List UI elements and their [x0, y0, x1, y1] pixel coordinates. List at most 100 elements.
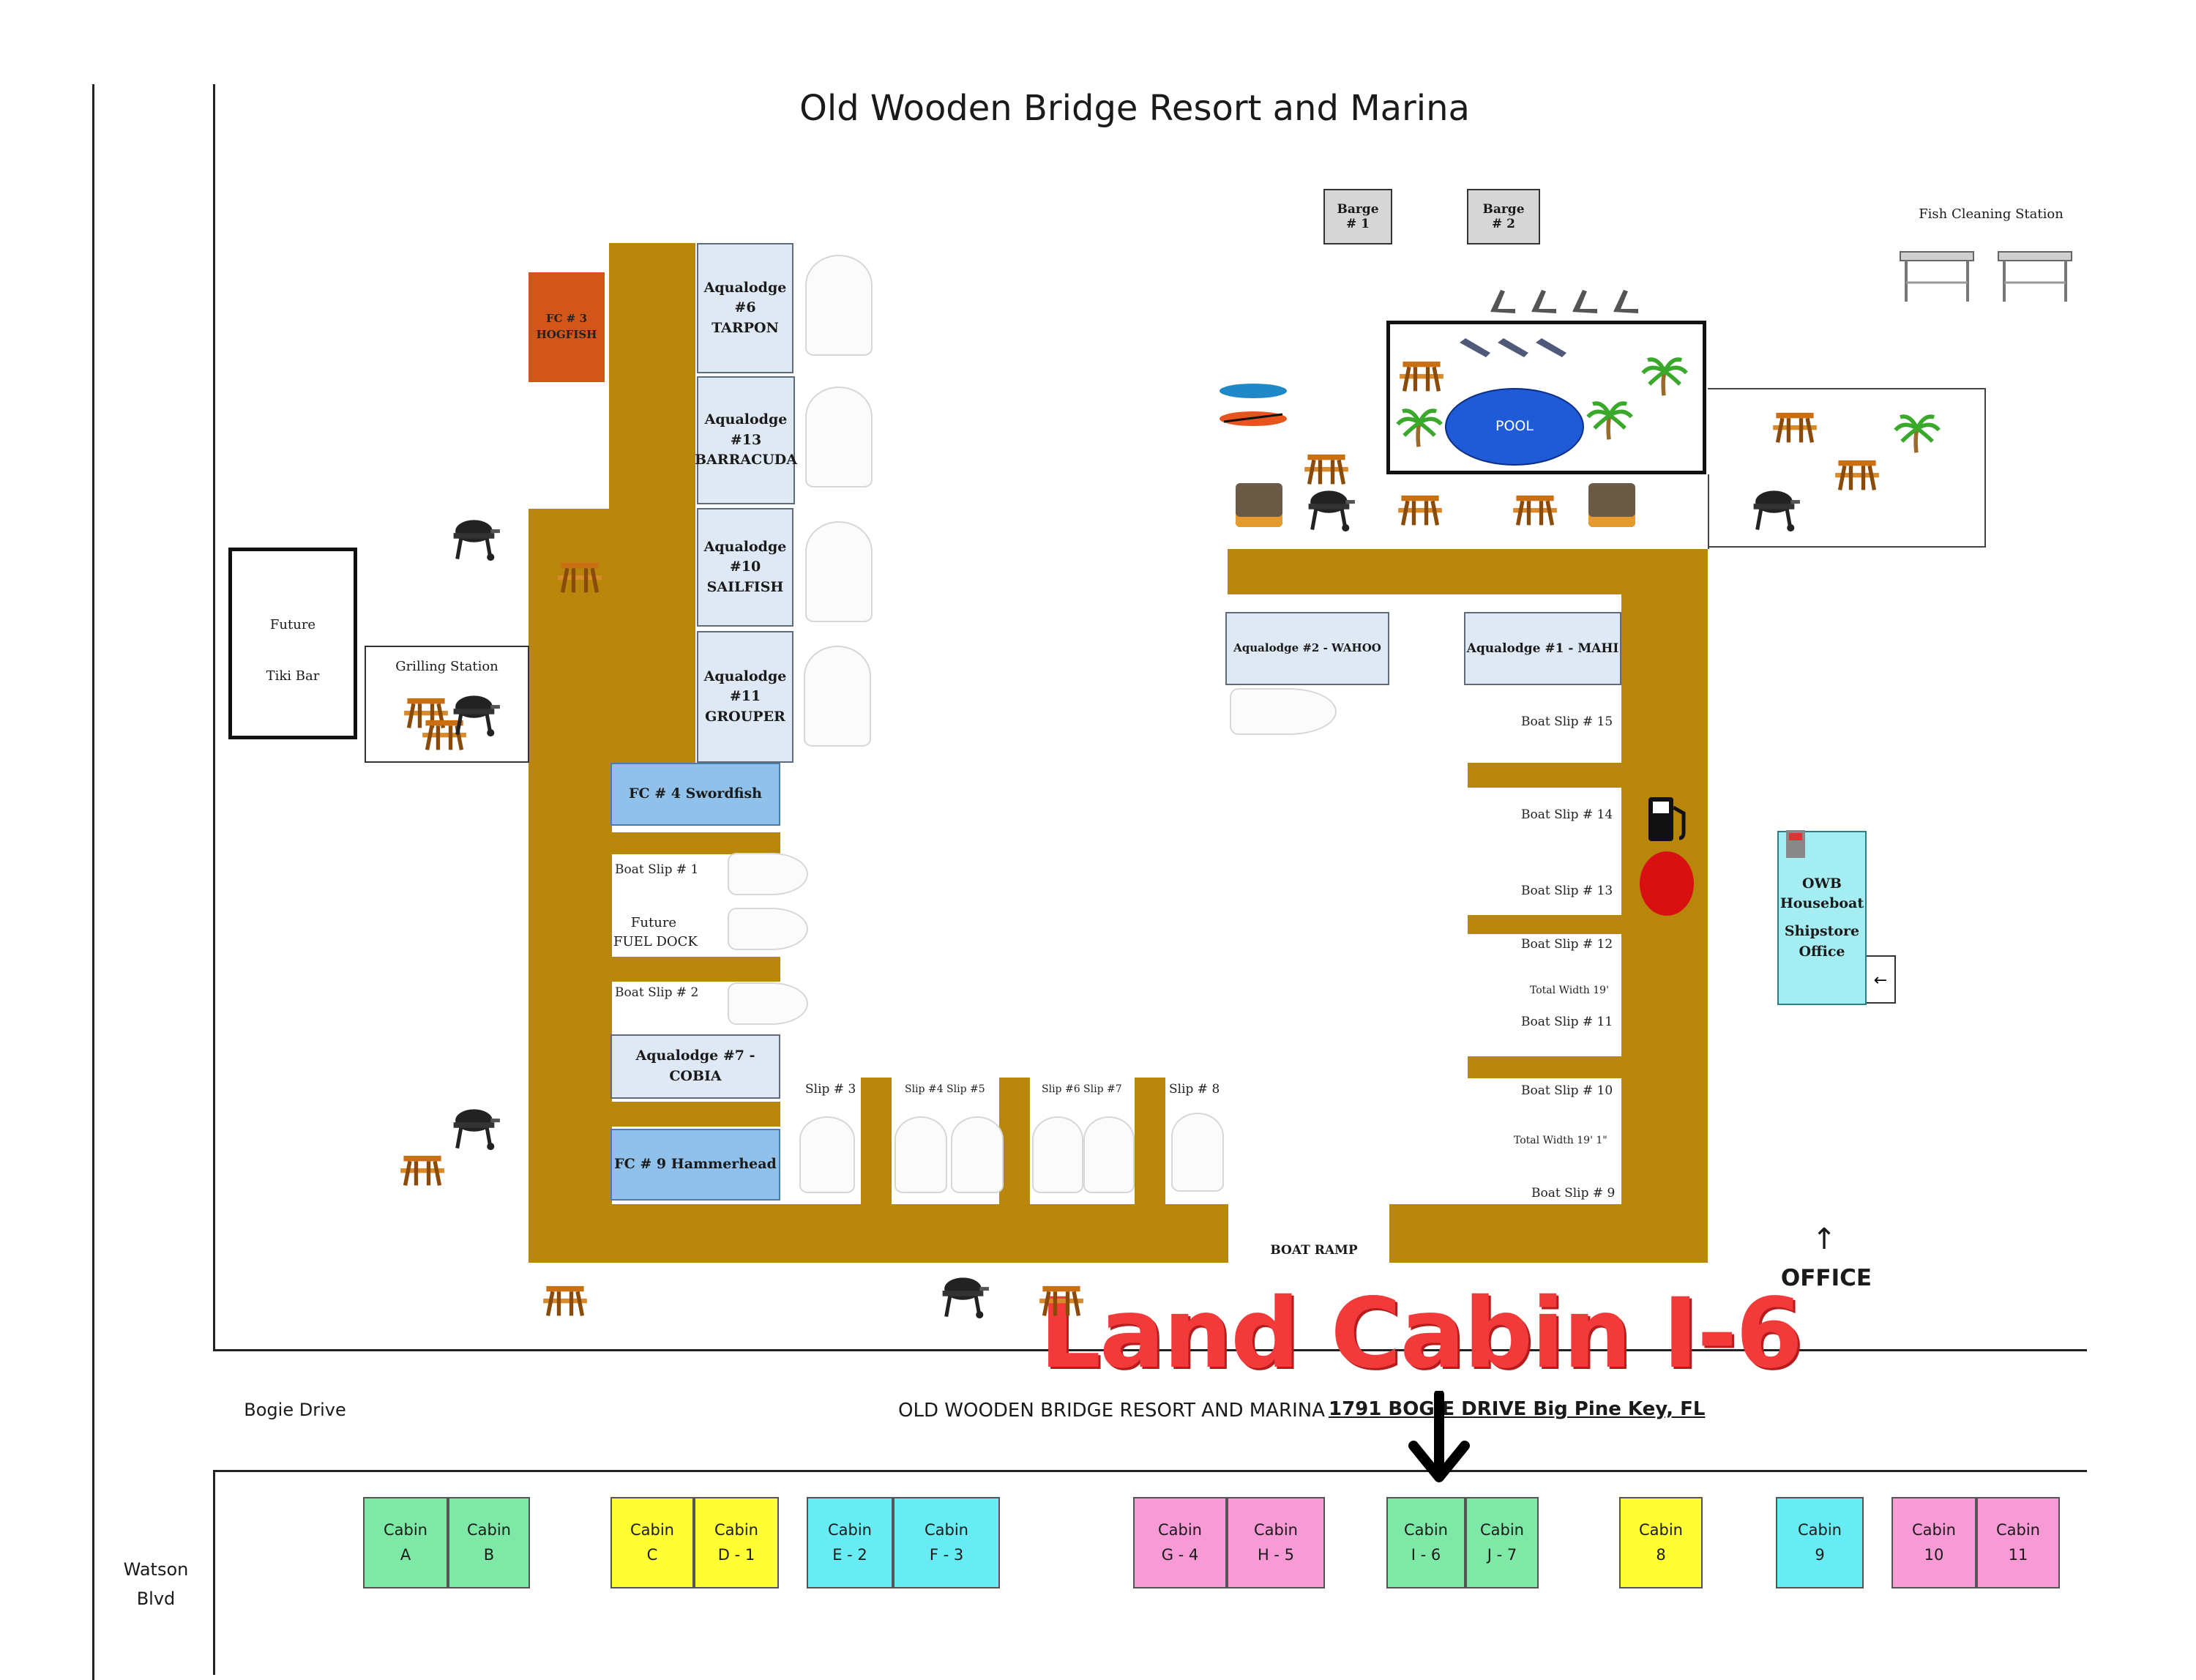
- picnic-table-icon: [1304, 454, 1348, 485]
- cabin-label: Cabin: [1995, 1520, 2040, 1539]
- pool-deck-extension: [1708, 388, 1986, 548]
- inner-property-line: [213, 84, 215, 1351]
- cabin-label: Cabin: [1253, 1520, 1298, 1539]
- boat-icon: [805, 387, 873, 488]
- dock-upper-vertical: [609, 243, 695, 766]
- slip-6-7-label: Slip #6 Slip #7: [1042, 1083, 1122, 1095]
- lounge-chair-icon: [1490, 290, 1638, 313]
- cabin-j-7: Cabin J - 7: [1465, 1497, 1539, 1588]
- boat-icon: [1083, 1116, 1135, 1193]
- fish-cleaning-station-label: Fish Cleaning Station: [1919, 206, 2064, 222]
- picnic-table-icon: [1398, 495, 1442, 526]
- pool: POOL: [1445, 388, 1584, 466]
- cabin-label: Cabin: [630, 1520, 674, 1539]
- grilling-station-label: Grilling Station: [395, 659, 498, 674]
- address-street: 1791 BOGIE DRIVE Big Pine Key, FL: [1329, 1398, 1706, 1420]
- arrow-down-icon: [1408, 1391, 1470, 1482]
- boat-slip-15-label: Boat Slip # 15: [1521, 714, 1613, 729]
- lounge-chair-icon: [1460, 338, 1566, 357]
- cabin-id: G - 4: [1161, 1545, 1199, 1564]
- cabin-label: Cabin: [1157, 1520, 1202, 1539]
- buoy-icon: [1640, 851, 1694, 916]
- dock-finger-2: [612, 957, 780, 982]
- map-title: Old Wooden Bridge Resort and Marina: [799, 88, 1470, 129]
- cabin-label: Cabin: [1638, 1520, 1683, 1539]
- picnic-table-icon: [1513, 495, 1557, 526]
- aqualodge-7-cobia: Aqualodge #7 - COBIA: [610, 1034, 780, 1099]
- palm-tree-icon: [1894, 414, 1941, 453]
- picnic-table-icon: [404, 698, 448, 728]
- land-cabin-annotation: Land Cabin I-6: [1039, 1277, 1803, 1390]
- slip-8-label: Slip # 8: [1169, 1082, 1220, 1097]
- boat-icon: [728, 908, 808, 950]
- office-arrow: ↑: [1812, 1222, 1837, 1256]
- fire-pit-icon: [1588, 483, 1635, 527]
- houseboat-entry: ←: [1867, 955, 1896, 1004]
- picnic-table-icon: [543, 1285, 587, 1316]
- picnic-table-icon: [1835, 460, 1879, 490]
- watson-blvd-label-2: Blvd: [136, 1588, 176, 1609]
- total-width-19-1-label: Total Width 19' 1": [1514, 1135, 1607, 1146]
- dock-left-vertical: [529, 509, 612, 1263]
- cabin-id: 10: [1924, 1545, 1944, 1564]
- fire-pit-icon: [1236, 483, 1282, 527]
- boat-slip-14-label: Boat Slip # 14: [1521, 807, 1613, 822]
- cabin-id: 9: [1815, 1545, 1825, 1564]
- slip-4-5-label: Slip #4 Slip #5: [905, 1083, 985, 1095]
- fish-cleaning-table-icon: [1900, 251, 1974, 302]
- left-property-line: [92, 84, 94, 1680]
- boat-icon: [1230, 688, 1337, 735]
- office-label: OFFICE: [1780, 1265, 1872, 1291]
- fc9-hammerhead: FC # 9 Hammerhead: [610, 1129, 780, 1201]
- dock-finger-r3: [1468, 1056, 1621, 1078]
- picnic-table-icon: [1400, 361, 1444, 392]
- future-tiki-bar: Future Tiki Bar: [228, 548, 357, 739]
- cabin-id: C: [646, 1545, 658, 1564]
- future-fuel-dock-label: Future FUEL DOCK: [613, 914, 698, 952]
- palm-tree-icon: [1586, 401, 1633, 440]
- cabin-lot-line: [213, 1470, 215, 1675]
- dock-finger-r1: [1468, 763, 1621, 788]
- fuel-dock-line2: FUEL DOCK: [613, 934, 698, 950]
- picnic-table-icon: [1039, 1285, 1083, 1316]
- boat-slip-10-label: Boat Slip # 10: [1521, 1083, 1613, 1098]
- cabin-label: Cabin: [714, 1520, 758, 1539]
- cabin-id: E - 2: [832, 1545, 867, 1564]
- tiki-bar-line1: Future: [269, 617, 316, 632]
- boat-icon: [1171, 1113, 1224, 1192]
- bogie-drive-label: Bogie Drive: [244, 1400, 346, 1420]
- barge-1: Barge# 1: [1323, 189, 1392, 244]
- boat-icon: [728, 853, 808, 895]
- grilling-station: Grilling Station: [365, 646, 529, 763]
- picnic-table-icon: [400, 1155, 444, 1186]
- cabin-label: Cabin: [466, 1520, 511, 1539]
- bogie-drive-line-bottom: [213, 1470, 2087, 1472]
- grill-icon: [453, 1109, 500, 1151]
- cabin-e-2: Cabin E - 2: [807, 1497, 893, 1588]
- atm-icon: [1786, 830, 1805, 858]
- boat-slip-1-label: Boat Slip # 1: [615, 862, 699, 877]
- cabin-label: Cabin: [1911, 1520, 1956, 1539]
- fuel-pump-icon: [1648, 797, 1686, 841]
- barge-2: Barge# 2: [1467, 189, 1540, 244]
- dock-bottom: [529, 1204, 1228, 1263]
- cabin-id: J - 7: [1487, 1545, 1517, 1564]
- cabin-id: A: [400, 1545, 411, 1564]
- boat-icon: [804, 646, 871, 747]
- cabin-label: Cabin: [827, 1520, 872, 1539]
- palm-tree-icon: [1396, 408, 1443, 447]
- dock-finger-r2: [1468, 915, 1621, 934]
- cabin-label: Cabin: [1479, 1520, 1524, 1539]
